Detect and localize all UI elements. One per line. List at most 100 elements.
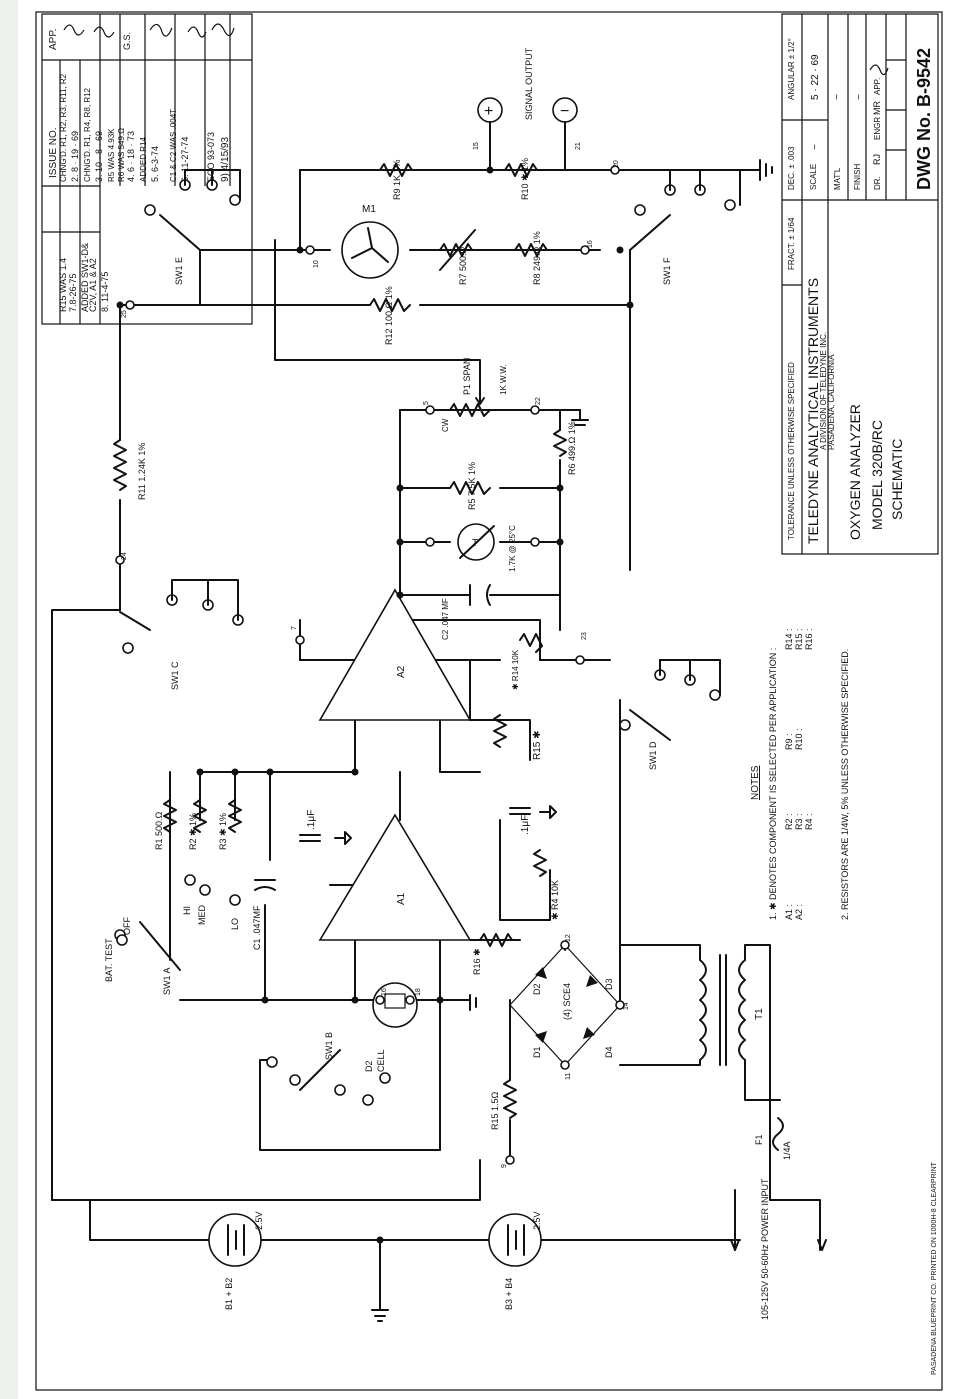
tb-division: A DIVISION OF TELEDYNE INC. <box>819 332 828 450</box>
label-c2: C2 .047 MF <box>441 598 450 640</box>
terminal-number: 23 <box>581 632 588 640</box>
label-sw1a: SW1 A <box>162 967 172 995</box>
terminal-number: 16 <box>381 988 388 996</box>
label-r15k: R15 ✱ <box>532 730 543 760</box>
label-sw1b: SW1 B <box>324 1032 334 1060</box>
rev-right-line: C1 & C2 WAS .004T <box>169 109 178 182</box>
fuse-f1 <box>772 1117 784 1151</box>
drawing-border <box>35 11 943 1391</box>
label-a2: A2 <box>396 665 407 678</box>
tb-scale-value: ~ <box>810 144 821 150</box>
label-c1: C1 .047MF <box>252 905 262 950</box>
label-fuse: 1/4A <box>782 1141 792 1160</box>
tb-dec: DEC. ± .003 <box>787 146 796 190</box>
terminal-number: 14 <box>623 1002 630 1010</box>
tb-model: MODEL 320B/RC <box>869 420 885 530</box>
rev-initials: G.S. <box>122 32 132 50</box>
resistor-r10 <box>504 163 538 177</box>
rev-right-line: CHNG'D. R1, R4, R8, R12 <box>83 87 92 182</box>
resistor-r3 <box>228 799 242 833</box>
rev-right-line: R5 WAS 4.93K <box>107 128 116 182</box>
label-cw: CW <box>441 418 450 432</box>
terminal-number: 15 <box>473 142 480 150</box>
label-r12: R12 100.Ω 1% <box>384 286 394 345</box>
label-d4: D4 <box>604 1046 614 1058</box>
terminal-number: 11 <box>565 1073 572 1080</box>
drawing-number: DWG No. B-9542 <box>914 48 934 190</box>
label-t1: T1 <box>754 1008 765 1020</box>
resistor-r12 <box>369 298 411 312</box>
tb-engr-label: ENGR <box>873 117 882 140</box>
switch-sw1d-wiper <box>629 709 671 741</box>
label-cell-a: D2 <box>364 1060 374 1072</box>
revision-block: ISSUE NO. APP. R15 WAS 1.4 7.8-26-75 ADD… <box>41 13 253 325</box>
label-r8: R8 249.Ω 1% <box>532 231 542 285</box>
note-1-item: A1 : <box>784 904 794 920</box>
label-sw1c: SW1 C <box>170 661 180 690</box>
label-off: OFF <box>122 917 132 935</box>
resistor-r1 <box>163 799 177 833</box>
opamp-a2 <box>318 588 472 721</box>
terminal-number: 18 <box>415 988 422 996</box>
terminal-number: 20 <box>613 160 620 168</box>
rev-right-line: 2. 8 · 19 · 69 <box>70 131 80 182</box>
tb-product: OXYGEN ANALYZER <box>847 404 863 540</box>
labels: SIGNAL OUTPUT R9 1K 1% R10 ✱ 1% M1 R7 50… <box>104 47 792 1320</box>
label-p1-value: 1K W.W. <box>499 364 508 395</box>
resistor-r8 <box>514 243 548 257</box>
rev-right-line: CHNG'D. R1, R2, R3, R11, R2 <box>59 73 68 182</box>
bat-test-contact <box>116 934 128 946</box>
tb-matl-label: MAT'L <box>833 167 842 190</box>
tb-location: PASADENA, CALIFORNIA <box>827 354 836 450</box>
tb-company: TELEDYNE ANALYTICAL INSTRUMENTS <box>805 278 821 544</box>
wiring <box>51 159 827 1322</box>
label-cap-01-a: .1μF <box>520 815 531 835</box>
note-1-item: R14 : <box>784 628 794 650</box>
label-bv2: 2.5V <box>532 1211 542 1230</box>
sw1e-contact <box>144 204 156 216</box>
blueprint-footer: PASADENA BLUEPRINT CO. PRINTED ON 1000H-… <box>931 1161 938 1375</box>
label-r14: ✱ R14 10K <box>511 649 520 690</box>
rev-right-line: R6 WAS 549.Ω <box>117 128 126 182</box>
label-r15: R15 1.5Ω <box>490 1091 500 1130</box>
notes-heading: NOTES <box>750 765 761 800</box>
label-lo: LO <box>230 918 240 930</box>
terminal-number: 5 <box>423 401 430 405</box>
note-1-item: R3 : <box>794 813 804 830</box>
transformer-t1 <box>699 959 707 1061</box>
potentiometer-r14 <box>519 633 543 653</box>
oxygen-cell <box>372 982 418 1028</box>
note-1-item: R9 : <box>784 733 794 750</box>
rev-right-line: ADDED R14 <box>139 137 148 182</box>
resistor-r9 <box>379 163 413 177</box>
rev-left-line: R15 WAS 1.4 <box>58 258 68 312</box>
terminal-number: 10 <box>313 260 320 268</box>
label-r5: R5 7.5K 1% <box>467 462 477 510</box>
label-r2: R2 ✱ 1% <box>188 813 198 850</box>
note-2: 2. RESISTORS ARE 1/4W, 5% UNLESS OTHERWI… <box>840 649 850 920</box>
sw1b-contact <box>289 1074 301 1086</box>
label-med: MED <box>197 905 207 926</box>
label-r4: ✱ R4 10K <box>550 880 560 920</box>
rev-right-line: 6. 11-27-74 <box>180 137 190 182</box>
hi-contact <box>184 874 196 886</box>
resistor-r5 <box>449 481 491 495</box>
tb-app-label: APP. <box>873 78 882 95</box>
label-r11: R11 1.24K 1% <box>137 443 147 500</box>
resistor-r6 <box>553 429 567 457</box>
label-cap-01-b: .1μF <box>306 810 317 830</box>
resistor-r2 <box>193 799 207 833</box>
label-r9: R9 1K 1% <box>392 159 402 200</box>
resistor-r15-select <box>493 714 507 748</box>
sw1d-contact <box>619 719 631 731</box>
resistor-r15 <box>503 1079 517 1119</box>
label-thermistor-t: T <box>472 538 478 549</box>
resistor-r11 <box>113 439 127 491</box>
label-bv1: 2.5V <box>254 1211 264 1230</box>
label-r3: R3 ✱ 1% <box>218 813 228 850</box>
label-sw1f: SW1 F <box>662 257 672 285</box>
label-sw1d: SW1 D <box>648 741 658 770</box>
tb-angular: ANGULAR ± 1/2° <box>787 38 796 100</box>
terminal-number: 22 <box>535 397 542 405</box>
